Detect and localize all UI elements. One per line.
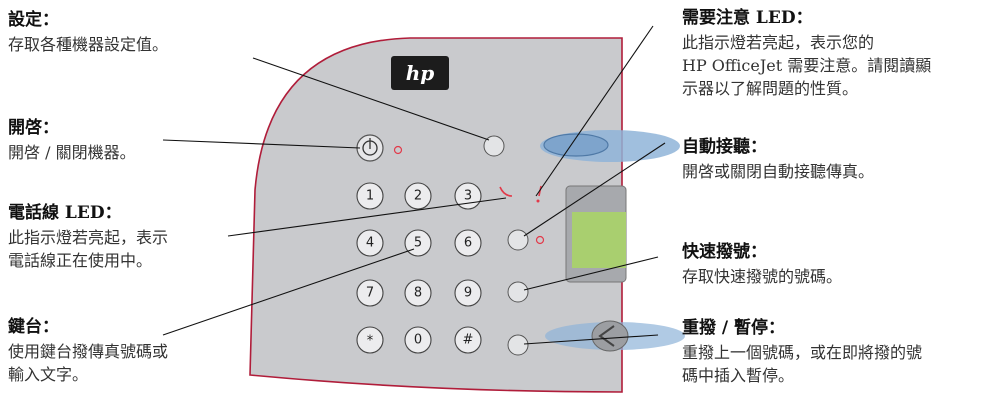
auto-answer-button[interactable]: [507, 229, 529, 251]
callout-auto-answer-title: 自動接聽：: [682, 137, 767, 157]
svg-text:*: *: [367, 334, 374, 349]
key-6[interactable]: 6: [454, 229, 482, 257]
leader-redial: [523, 334, 659, 345]
svg-text:8: 8: [414, 286, 422, 301]
callout-attention-led-title: 需要注意 LED：: [682, 8, 813, 28]
callout-line-led-title: 電話線 LED：: [8, 203, 122, 223]
callout-speed-dial-title: 快速撥號：: [682, 242, 767, 262]
svg-text:0: 0: [414, 333, 422, 348]
svg-text:6: 6: [464, 236, 472, 251]
callout-setup: 設定： 存取各種機器設定值。: [8, 8, 168, 56]
display-screen: [565, 185, 627, 283]
callout-keypad: 鍵台： 使用鍵台撥傳真號碼或 輸入文字。: [8, 315, 168, 386]
leader-keypad: [162, 248, 415, 336]
leader-setup: [252, 57, 490, 141]
leader-speed-dial: [523, 256, 659, 291]
redial-pause-button[interactable]: [507, 334, 529, 356]
callout-redial-title: 重撥 / 暫停：: [682, 318, 786, 338]
svg-text:1: 1: [366, 189, 374, 204]
back-arrow-button[interactable]: [591, 320, 629, 352]
callout-redial: 重撥 / 暫停： 重撥上一個號碼，或在即將撥的號 碼中插入暫停。: [682, 316, 922, 387]
leader-auto-answer: [523, 142, 666, 237]
callout-power-title: 開啓：: [8, 118, 59, 138]
key-5[interactable]: 5: [404, 229, 432, 257]
callout-power-desc: 開啓 / 關閉機器。: [8, 142, 136, 162]
svg-text:2: 2: [414, 189, 422, 204]
key-9[interactable]: 9: [454, 279, 482, 307]
power-led: [393, 145, 403, 155]
svg-text:5: 5: [414, 236, 422, 251]
key-4[interactable]: 4: [356, 229, 384, 257]
svg-text:3: 3: [464, 189, 472, 204]
key-1[interactable]: 1: [356, 182, 384, 210]
speed-dial-button[interactable]: [507, 281, 529, 303]
key-8[interactable]: 8: [404, 279, 432, 307]
display-scroll-button[interactable]: [543, 133, 609, 157]
svg-text:7: 7: [366, 286, 374, 301]
key-3[interactable]: 3: [454, 182, 482, 210]
control-panel-body: [249, 37, 623, 393]
key-hash[interactable]: #: [454, 326, 482, 354]
leader-line-led: [227, 197, 507, 237]
callout-power: 開啓： 開啓 / 關閉機器。: [8, 116, 136, 164]
key-star[interactable]: *: [356, 326, 384, 354]
callout-attention-led: 需要注意 LED： 此指示燈若亮起，表示您的 HP OfficeJet 需要注意…: [682, 6, 931, 100]
callout-line-led: 電話線 LED： 此指示燈若亮起，表示 電話線正在使用中。: [8, 201, 168, 272]
auto-answer-led: [535, 235, 545, 245]
callout-attention-led-desc: 此指示燈若亮起，表示您的 HP OfficeJet 需要注意。請閱讀顯 示器以了…: [682, 32, 932, 99]
phone-line-icon: [499, 186, 513, 197]
callout-setup-desc: 存取各種機器設定值。: [8, 34, 169, 54]
key-0[interactable]: 0: [404, 326, 432, 354]
key-7[interactable]: 7: [356, 279, 384, 307]
setup-button[interactable]: [483, 135, 505, 157]
callout-keypad-title: 鍵台：: [8, 317, 59, 337]
callout-redial-desc: 重撥上一個號碼，或在即將撥的號 碼中插入暫停。: [682, 342, 923, 385]
callout-auto-answer: 自動接聽： 開啓或關閉自動接聽傳真。: [682, 135, 874, 183]
svg-text:4: 4: [366, 236, 374, 251]
leader-attention-led: [535, 25, 654, 197]
svg-text:9: 9: [464, 286, 472, 301]
callout-setup-title: 設定：: [8, 10, 59, 30]
callout-line-led-desc: 此指示燈若亮起，表示 電話線正在使用中。: [8, 227, 169, 270]
hp-logo-text: hp: [406, 61, 435, 85]
key-2[interactable]: 2: [404, 182, 432, 210]
callout-speed-dial-desc: 存取快速撥號的號碼。: [682, 266, 843, 286]
callout-keypad-desc: 使用鍵台撥傳真號碼或 輸入文字。: [8, 341, 169, 384]
keypad: 1 2 3 4 5 6 7 8 9 * 0 #: [356, 182, 482, 354]
svg-text:#: #: [463, 333, 474, 348]
leader-power: [162, 139, 361, 149]
callout-speed-dial: 快速撥號： 存取快速撥號的號碼。: [682, 240, 842, 288]
hp-logo: hp: [391, 56, 449, 90]
power-button[interactable]: [356, 134, 384, 162]
callout-auto-answer-desc: 開啓或關閉自動接聽傳真。: [682, 161, 875, 181]
